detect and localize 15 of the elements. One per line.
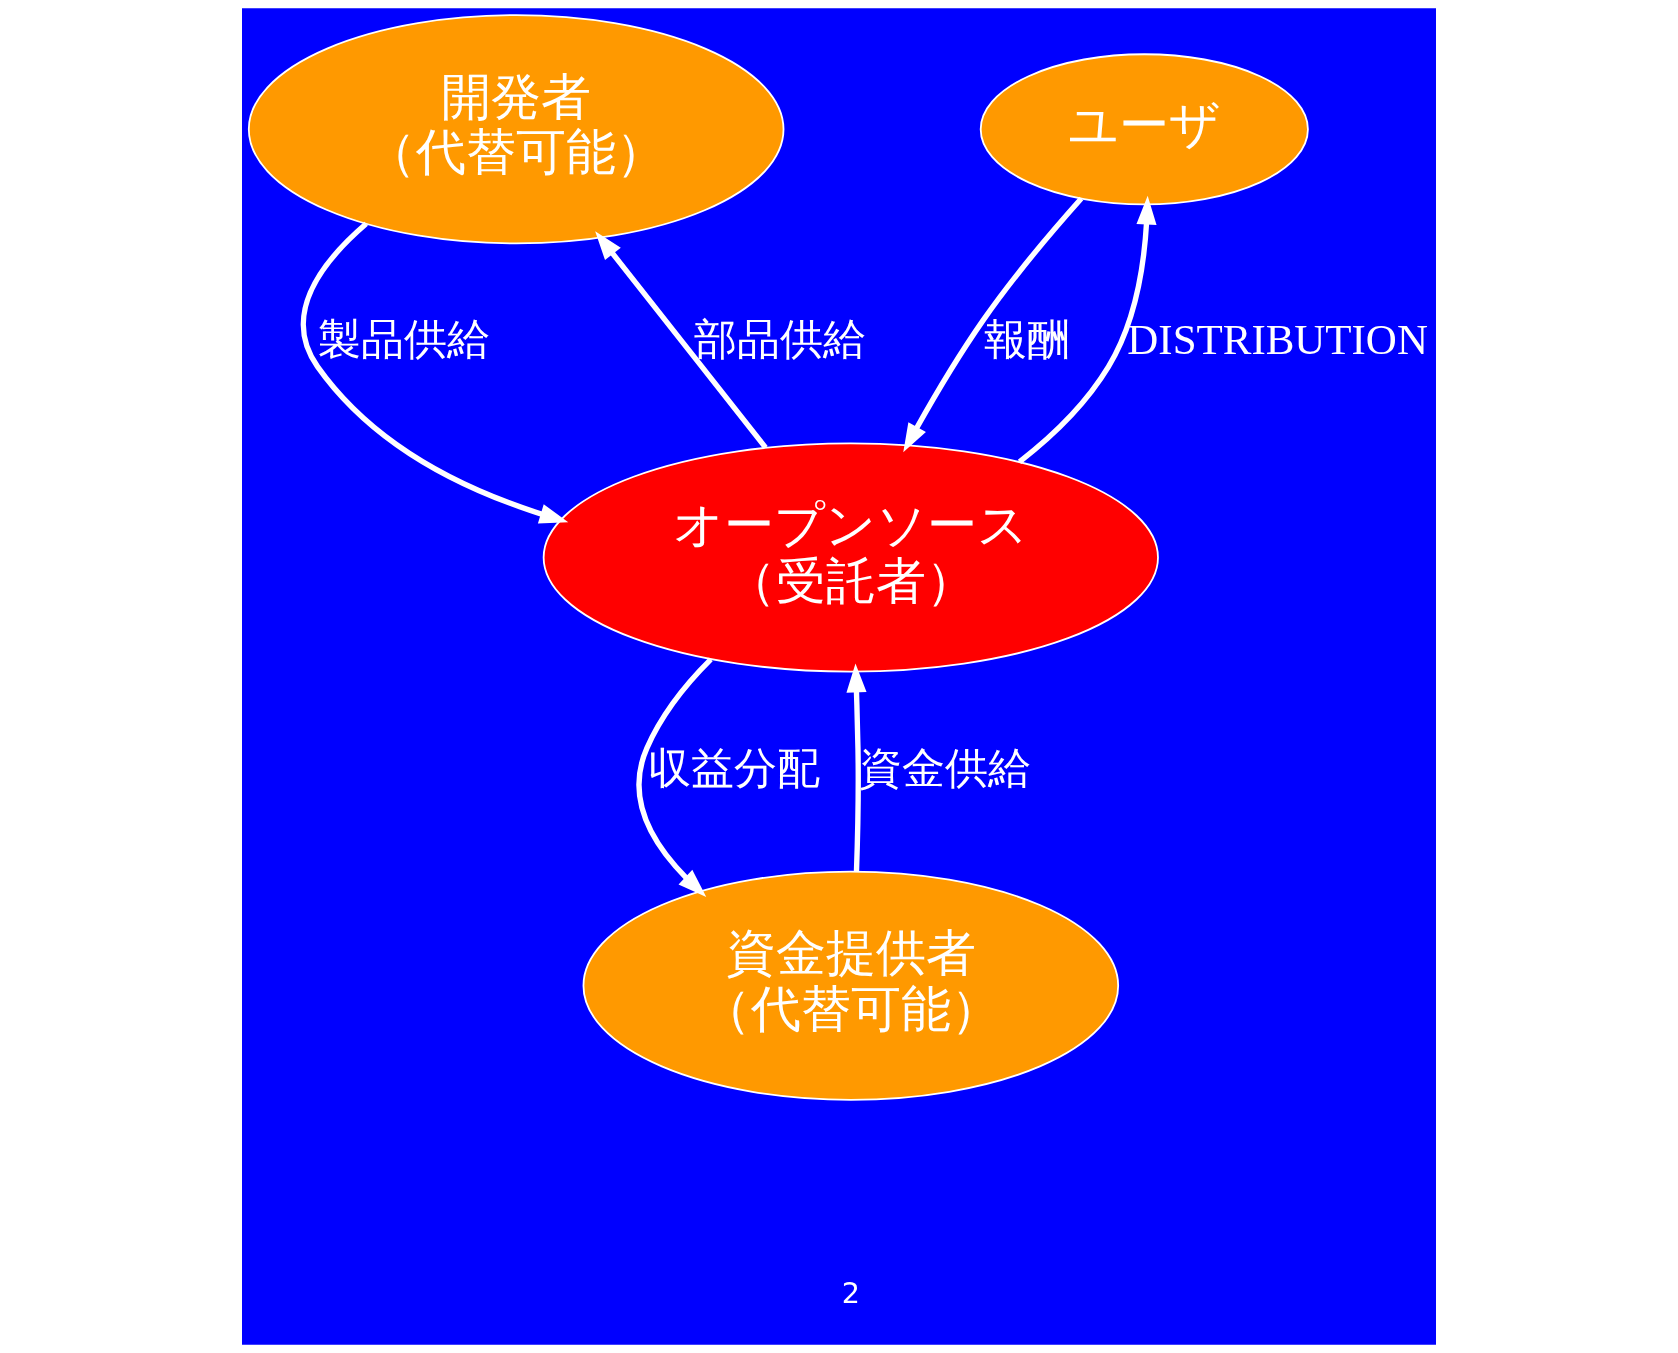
edge-label: 収益分配 bbox=[647, 742, 820, 793]
node-ellipse: オープンソース （受託者） bbox=[542, 442, 1159, 673]
arrow bbox=[846, 663, 867, 872]
arrow bbox=[636, 657, 713, 897]
arrow bbox=[595, 231, 768, 450]
node-ellipse: ユーザ bbox=[979, 53, 1309, 206]
arrow bbox=[300, 221, 569, 524]
edge-label: DISTRIBUTION bbox=[1127, 316, 1428, 364]
edge-label: 部品供給 bbox=[694, 314, 867, 365]
label: 2 bbox=[841, 1276, 860, 1311]
node-ellipse: 開発者 （代替可能） bbox=[247, 14, 785, 245]
edge-label: 製品供給 bbox=[318, 314, 491, 365]
edge-label: 報酬 bbox=[984, 314, 1071, 365]
arrow bbox=[1017, 195, 1157, 464]
arrow bbox=[903, 196, 1084, 453]
